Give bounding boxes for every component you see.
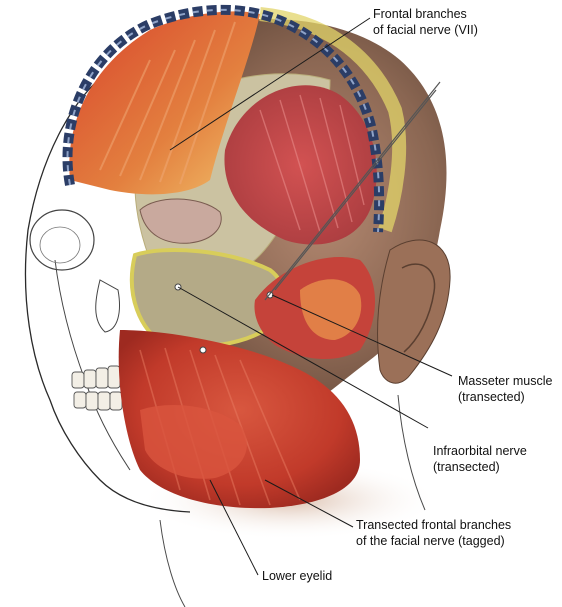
label-masseter: Masseter muscle (transected) bbox=[458, 374, 556, 404]
left-orbit-inner bbox=[39, 226, 81, 264]
temporal-fibers bbox=[259, 94, 365, 233]
label-lower-eyelid: Lower eyelid bbox=[262, 569, 332, 583]
label-transected-frontal-line1: Transected frontal branches bbox=[356, 518, 511, 532]
ear-inner bbox=[401, 263, 436, 353]
label-masseter-line1: Masseter muscle bbox=[458, 374, 553, 388]
marker-tag bbox=[199, 346, 207, 354]
masseter-orange bbox=[300, 279, 362, 340]
label-transected-frontal-line2: of the facial nerve (tagged) bbox=[356, 534, 505, 548]
instrument-lines bbox=[264, 81, 441, 301]
label-frontal-branches-line2: of facial nerve (VII) bbox=[373, 23, 478, 37]
scalp-fat-rim bbox=[259, 7, 407, 233]
skull-outline bbox=[24, 69, 191, 513]
forehead-flap bbox=[69, 11, 260, 195]
label-masseter-line2: (transected) bbox=[458, 390, 525, 404]
label-infraorbital: Infraorbital nerve (transected) bbox=[433, 444, 530, 474]
nasal-cavity bbox=[95, 279, 120, 333]
label-infraorbital-line2: (transected) bbox=[433, 460, 500, 474]
leader-lines bbox=[169, 17, 453, 576]
forehead-fibers bbox=[99, 21, 236, 185]
label-frontal-branches-line1: Frontal branches bbox=[373, 7, 467, 21]
lower-eyelid-region bbox=[140, 405, 247, 479]
coronal-incision-highlight bbox=[66, 8, 381, 233]
left-orbit bbox=[29, 209, 95, 271]
ear bbox=[376, 239, 451, 384]
label-lower-eyelid-line1: Lower eyelid bbox=[262, 569, 332, 583]
orbit-rim bbox=[139, 198, 222, 244]
label-transected-frontal: Transected frontal branches of the facia… bbox=[356, 518, 515, 548]
label-infraorbital-line1: Infraorbital nerve bbox=[433, 444, 527, 458]
label-frontal-branches: Frontal branches of facial nerve (VII) bbox=[373, 7, 478, 37]
temporal-muscle bbox=[224, 85, 377, 245]
neck-outline bbox=[159, 394, 426, 607]
